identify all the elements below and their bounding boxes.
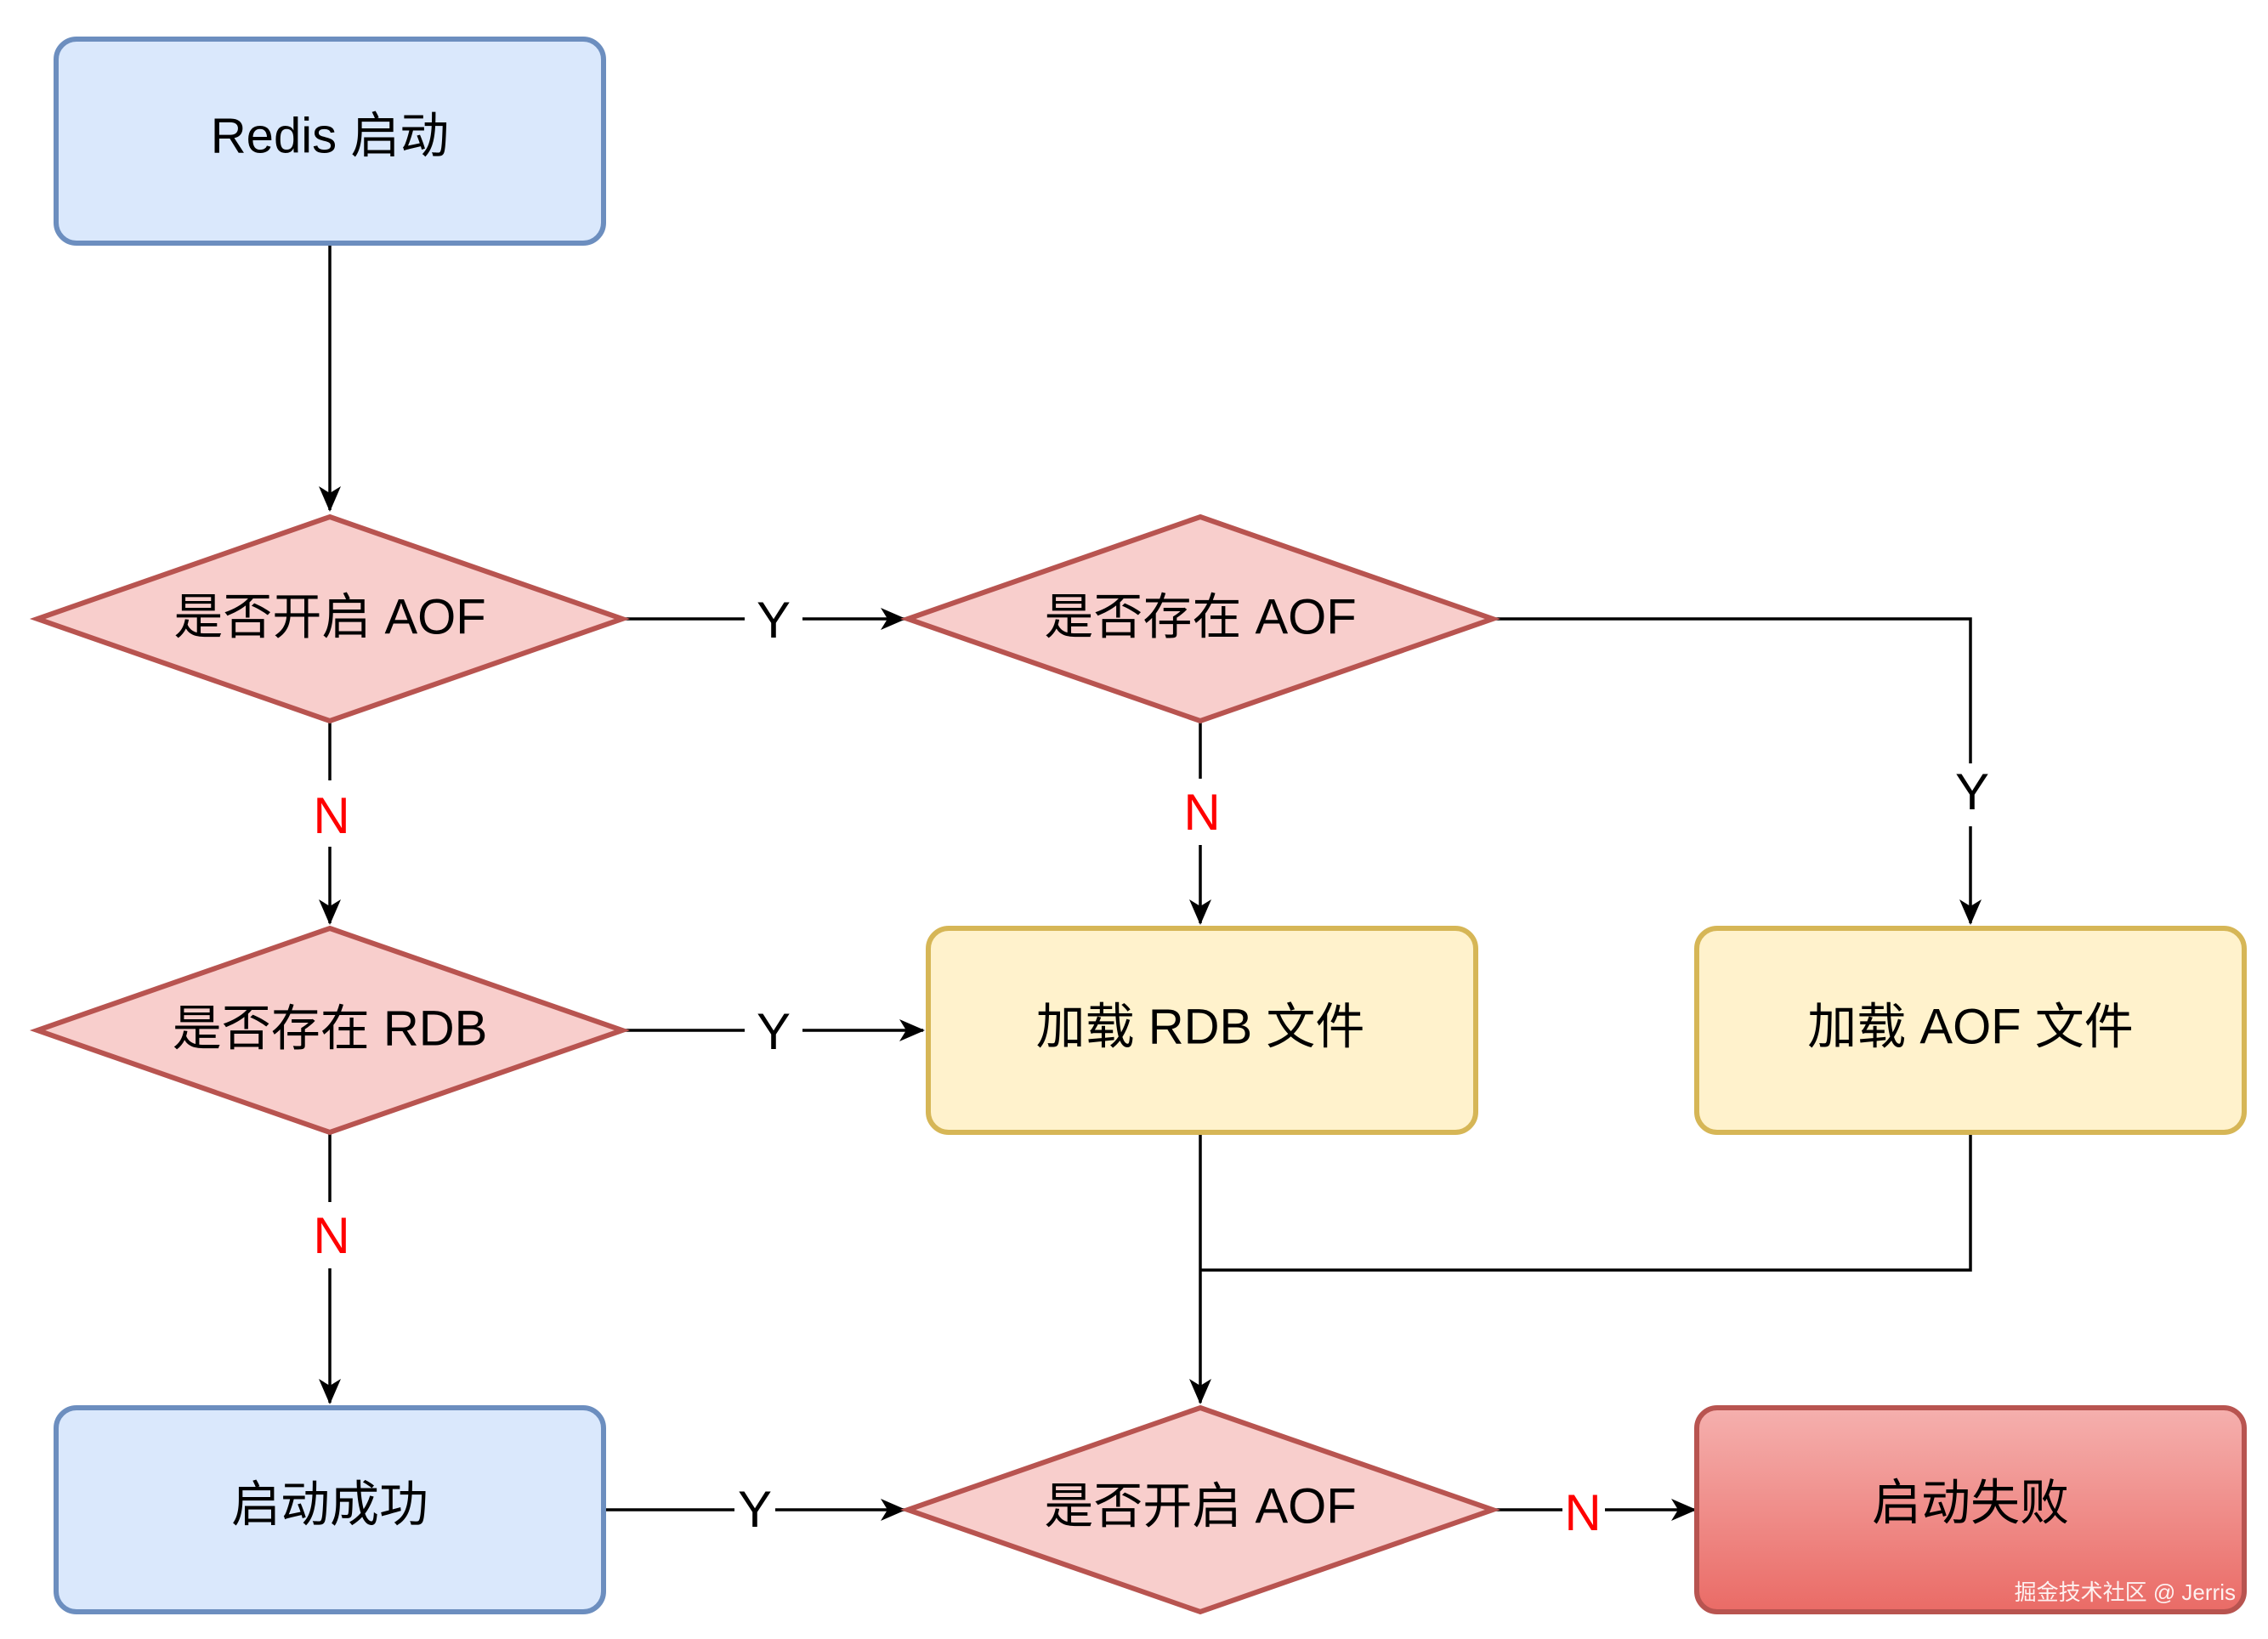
- decision-aof-exists: 是否存在 AOF: [899, 513, 1501, 724]
- edge-label-n-rdbexists: N: [313, 1207, 349, 1264]
- decision-aof-exists-label: 是否存在 AOF: [1044, 589, 1356, 644]
- edge-label-y-aofexists: Y: [1955, 763, 1989, 820]
- node-start-fail: 启动失败: [1694, 1405, 2247, 1614]
- edge-label-n-aof1: N: [313, 787, 349, 844]
- decision-aof-enabled-top-label: 是否开启 AOF: [173, 589, 485, 644]
- node-load-aof-label: 加载 AOF 文件: [1807, 999, 2133, 1054]
- decision-rdb-exists: 是否存在 RDB: [29, 925, 631, 1136]
- edge-label-y-rdbexists: Y: [757, 1003, 791, 1060]
- node-redis-start-label: Redis 启动: [211, 108, 449, 163]
- edge-aof-exists-to-load-aof: [1493, 617, 1970, 923]
- node-start-success: 启动成功: [54, 1405, 606, 1614]
- node-redis-start: Redis 启动: [54, 37, 606, 246]
- decision-aof-enabled-bottom-label: 是否开启 AOF: [1044, 1478, 1356, 1534]
- decision-aof-enabled-top: 是否开启 AOF: [29, 513, 631, 724]
- decision-aof-enabled-bottom: 是否开启 AOF: [899, 1404, 1501, 1615]
- nodes: Redis 启动 是否开启 AOF 是否存在 AOF 是否存在 RDB 加载 R…: [29, 37, 2247, 1615]
- node-load-rdb: 加载 RDB 文件: [926, 926, 1478, 1135]
- node-start-fail-label: 启动失败: [1872, 1475, 2069, 1530]
- node-load-rdb-label: 加载 RDB 文件: [1036, 999, 1365, 1054]
- decision-rdb-exists-label: 是否存在 RDB: [173, 1001, 488, 1056]
- edge-load-aof-to-merge: [1200, 1134, 1972, 1272]
- edges: [330, 245, 1970, 1510]
- watermark-text: 掘金技术社区 @ Jerris: [2015, 1579, 2236, 1605]
- edge-labels: Y N N Y Y N Y N: [313, 592, 1989, 1541]
- edge-label-y-success: Y: [738, 1481, 772, 1538]
- node-load-aof: 加载 AOF 文件: [1694, 926, 2247, 1135]
- node-start-success-label: 启动成功: [231, 1477, 428, 1532]
- edge-label-n-aofexists: N: [1183, 784, 1220, 841]
- edge-label-y-aof1: Y: [757, 592, 791, 649]
- edge-label-n-aof2: N: [1564, 1484, 1601, 1541]
